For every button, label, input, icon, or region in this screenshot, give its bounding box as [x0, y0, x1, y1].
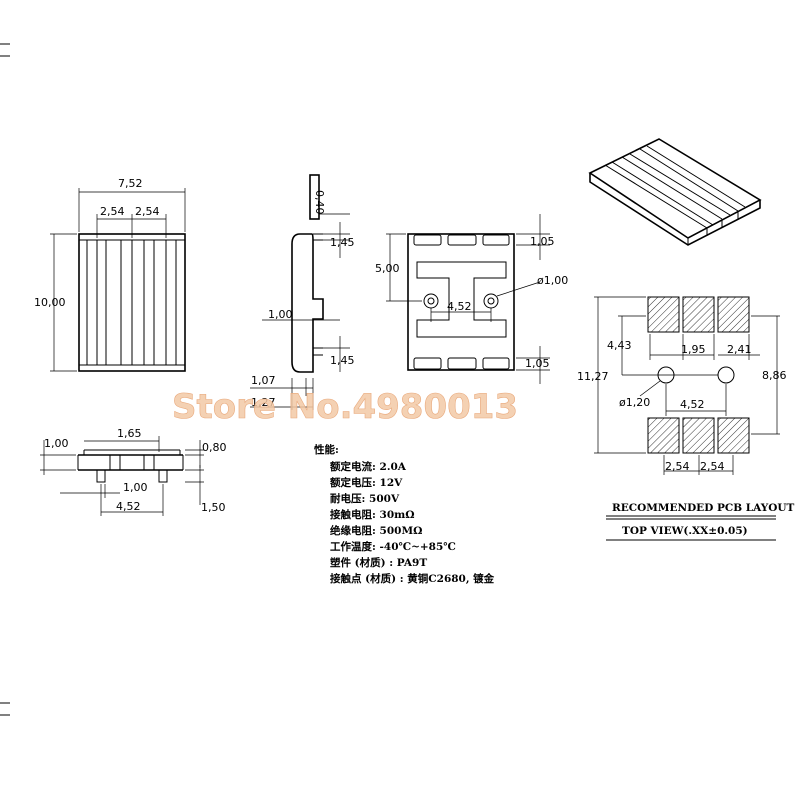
- top-view: [386, 214, 550, 384]
- spec-line: 塑件 (材质) : PA9T: [330, 556, 427, 569]
- pcb-layout: [594, 296, 780, 475]
- dim-bottom-width: 4,52: [116, 500, 141, 513]
- dim-front-width: 7,52: [118, 177, 143, 190]
- spec-line: 工作温度: -40℃~+85℃: [330, 540, 456, 553]
- specs-title: 性能:: [314, 443, 339, 456]
- dim-front-pitch-left: 2,54: [100, 205, 125, 218]
- dim-pcb-hole-pitch: 4,52: [680, 398, 705, 411]
- spec-line: 接触电阻: 30mΩ: [330, 508, 415, 521]
- store-watermark: Store No.4980013: [172, 387, 518, 427]
- dim-side-thickness: 0,40: [313, 190, 326, 215]
- spec-line: 接触点 (材质) : 黄铜C2680, 镀金: [330, 572, 495, 585]
- pcb-layout-title: RECOMMENDED PCB LAYOUT: [612, 502, 795, 514]
- spec-line: 额定电流: 2.0A: [329, 460, 407, 473]
- spec-line: 额定电压: 12V: [329, 476, 403, 489]
- dim-front-height: 10,00: [34, 296, 66, 309]
- dim-bottom-top-width: 1,65: [117, 427, 142, 440]
- front-view: [50, 188, 186, 372]
- dim-pcb-pad-width: 2,41: [727, 343, 752, 356]
- pcb-layout-subtitle: TOP VIEW(.XX±0.05): [622, 525, 748, 537]
- dim-side-tab: 1,00: [268, 308, 293, 321]
- dim-bottom-right-bottom: 1,50: [201, 501, 226, 514]
- dim-pcb-pad-height: 4,43: [607, 339, 632, 352]
- bottom-view: [40, 436, 204, 516]
- side-view: [250, 174, 350, 410]
- dim-pcb-hole-dia: ø1,20: [619, 396, 650, 409]
- dim-bottom-top-left: 1,00: [44, 437, 69, 450]
- dim-top-hole-dia: ø1,00: [537, 274, 568, 287]
- dim-bottom-mid: 1,00: [123, 481, 148, 494]
- dim-pcb-pad-gap: 1,95: [681, 343, 706, 356]
- dim-top-hole-pitch: 4,52: [447, 300, 472, 313]
- dim-bottom-right-top: 0,80: [202, 441, 227, 454]
- dim-pcb-pitch-right: 2,54: [700, 460, 725, 473]
- dim-front-pitch-right: 2,54: [135, 205, 160, 218]
- dim-side-offset: 1,27: [251, 396, 276, 409]
- connector-3d-view: [588, 138, 762, 246]
- page-edge-marks: [0, 43, 10, 716]
- dim-top-bottom-margin: 1,05: [525, 357, 550, 370]
- dim-pcb-total-height: 11,27: [577, 370, 609, 383]
- dim-top-top-margin: 1,05: [530, 235, 555, 248]
- dim-top-hole-offset: 5,00: [375, 262, 400, 275]
- dim-pcb-span: 8,86: [762, 369, 787, 382]
- dim-side-bottom-gap: 1,45: [330, 354, 355, 367]
- spec-line: 耐电压: 500V: [330, 492, 400, 505]
- specifications-block: 性能: 额定电流: 2.0A 额定电压: 12V 耐电压: 500V 接触电阻:…: [314, 443, 495, 585]
- dim-pcb-pitch-left: 2,54: [665, 460, 690, 473]
- dim-side-top-gap: 1,45: [330, 236, 355, 249]
- dim-side-base: 1,07: [251, 374, 276, 387]
- spec-line: 绝缘电阻: 500MΩ: [330, 524, 422, 537]
